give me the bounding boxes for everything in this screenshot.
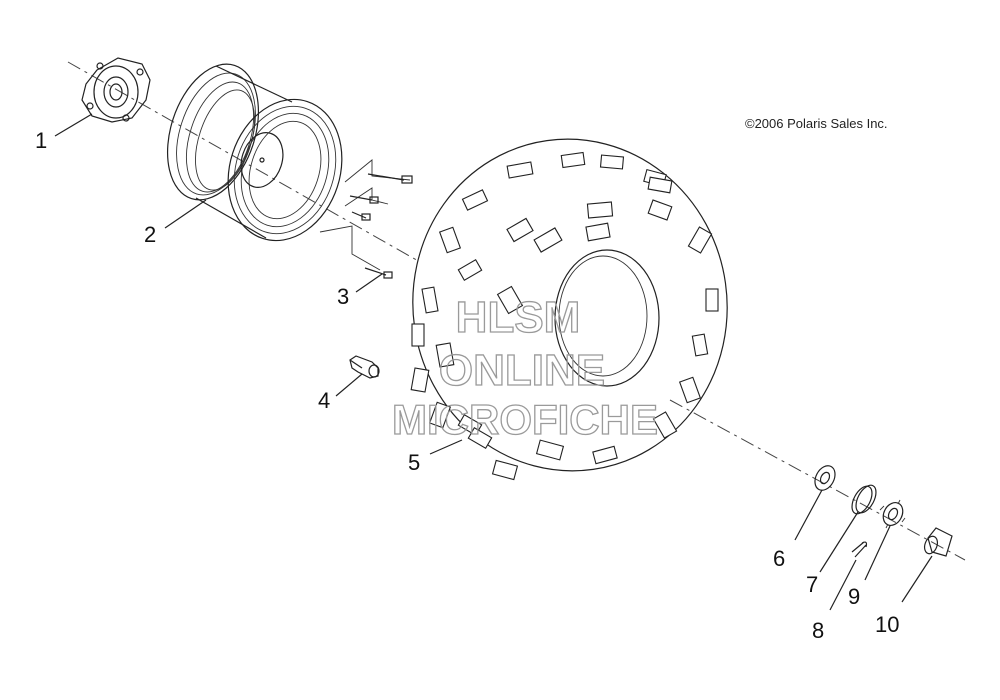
tread-lug [457,259,483,281]
tread-lug [678,376,702,404]
tread-lug [467,427,493,449]
valve-part [349,355,380,379]
tread-lug [506,217,534,243]
callout-labels: 1 2 3 4 5 6 7 8 9 10 [35,128,899,643]
tread-lug [652,411,678,439]
tire-tread-lugs [410,151,719,481]
callout-3: 3 [337,284,349,309]
castle-nut-part [879,499,906,529]
leader-lines [54,113,933,611]
tread-lug [592,445,618,465]
watermark-line-3: MICROFICHE [392,396,658,443]
watermark: HLSM ONLINE MICROFICHE [391,292,658,443]
tread-lug [647,176,673,194]
callout-7: 7 [806,572,818,597]
callout-1: 1 [35,128,47,153]
tread-lug [533,227,563,253]
callout-5: 5 [408,450,420,475]
tread-lug [535,439,565,461]
tread-lug [599,154,625,170]
tread-lug [705,288,719,312]
callout-6: 6 [773,546,785,571]
tire-part [410,138,728,481]
tread-lug [438,226,462,254]
bolt-part [319,159,413,279]
tread-lug [691,333,709,357]
callout-9: 9 [848,584,860,609]
callout-2: 2 [144,222,156,247]
tread-lug [496,285,524,315]
tread-lug [410,367,430,393]
watermark-line-1: HLSM [456,293,581,342]
tread-lug [586,201,614,219]
tread-lug [585,222,611,242]
callout-8: 8 [812,618,824,643]
tread-lug [506,161,534,179]
rim-part [166,63,343,242]
tread-lug [560,151,586,169]
callout-4: 4 [318,388,330,413]
tread-lug [491,459,519,481]
tread-lug [461,189,489,211]
cotter-pin-part [851,541,868,558]
watermark-line-2: ONLINE [439,346,605,395]
tread-lug [421,286,439,314]
tread-lug [411,323,425,347]
tread-lug [435,342,455,368]
tread-lug [647,199,673,221]
tread-lug [428,401,452,429]
washer-part [814,465,836,491]
tread-lug [687,226,713,254]
callout-10: 10 [875,612,899,637]
cap-part [923,527,953,557]
copyright-text: ©2006 Polaris Sales Inc. [745,116,888,131]
cone-washer-part [851,484,877,515]
hub-part [81,57,151,123]
